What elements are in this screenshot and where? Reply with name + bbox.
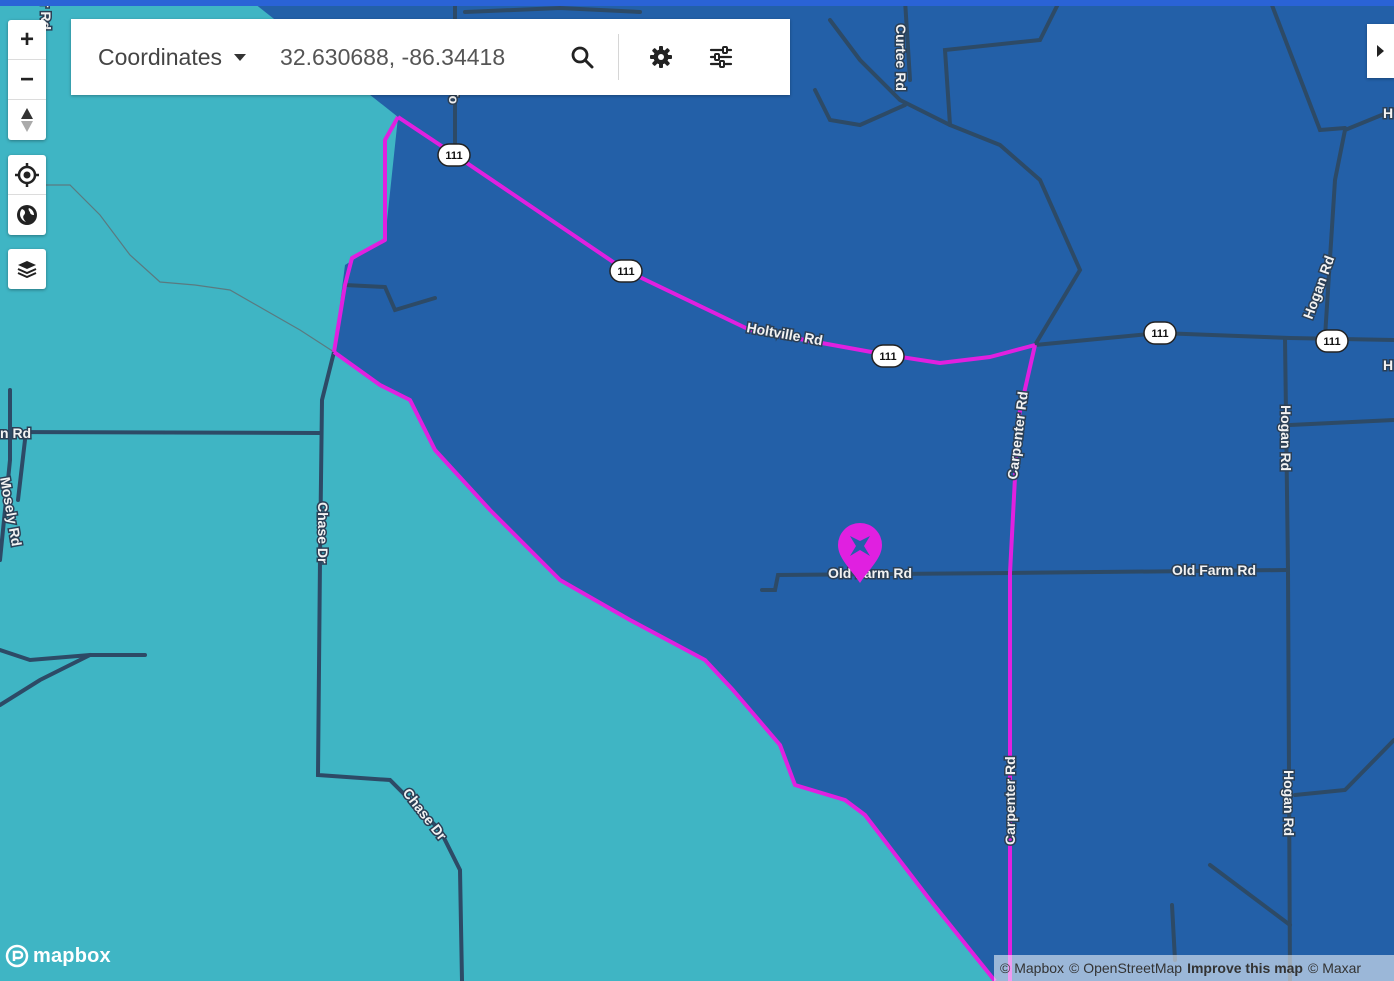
globe-icon (17, 205, 37, 225)
svg-text:111: 111 (1323, 336, 1340, 348)
improve-map-link[interactable]: Improve this map (1187, 960, 1303, 976)
attribution-osm-link[interactable]: © OpenStreetMap (1069, 960, 1183, 976)
road-label-left-partial: n Rd (0, 425, 31, 441)
search-icon (571, 46, 594, 69)
road-label-chase-1: Chase Dr (315, 502, 331, 564)
search-mode-label: Coordinates (98, 43, 223, 70)
road-label-carpenter-2: Carpenter Rd (1002, 756, 1018, 845)
route-shield-5: 111 (1315, 329, 1349, 353)
attribution-mapbox-link[interactable]: © Mapbox (1000, 960, 1065, 976)
layers-icon (17, 261, 37, 278)
mapbox-logo-text: mapbox (33, 944, 111, 967)
selected-area (250, 0, 1394, 981)
sliders-icon (709, 46, 733, 68)
compass-icon (21, 108, 33, 132)
filters-button[interactable] (701, 37, 741, 77)
attribution-bar: © Mapbox © OpenStreetMap Improve this ma… (994, 955, 1394, 981)
road-label-hogan-3: Hogan Rd (1281, 770, 1297, 836)
compass-button[interactable] (8, 100, 46, 140)
locate-button[interactable] (8, 155, 46, 195)
svg-text:111: 111 (879, 351, 896, 363)
road-label-right-partial-2: H (1383, 357, 1393, 373)
road-label-hogan-2: Hogan Rd (1278, 405, 1294, 471)
zoom-in-button[interactable]: + (8, 20, 46, 60)
plus-icon: + (19, 25, 34, 53)
location-controls (8, 155, 46, 235)
svg-text:111: 111 (1151, 328, 1168, 340)
coordinates-input[interactable] (278, 42, 563, 72)
search-button[interactable] (562, 37, 602, 77)
side-panel-toggle[interactable] (1367, 24, 1394, 78)
boundary (332, 115, 1037, 981)
minus-icon: − (19, 65, 34, 93)
road-label-old-farm-1: Old Farm Rd (828, 565, 912, 581)
caret-right-icon (1377, 45, 1384, 57)
top-strip (0, 0, 1394, 6)
location-marker-icon[interactable] (838, 523, 882, 583)
svg-text:111: 111 (617, 266, 634, 278)
layers-control (8, 249, 46, 289)
road-label-curtee: Curtee Rd (893, 24, 909, 91)
route-shield-3: 111 (871, 344, 905, 368)
route-shield-1: 111 (437, 143, 471, 167)
zoom-out-button[interactable]: − (8, 60, 46, 100)
search-divider (618, 34, 620, 80)
layers-button[interactable] (8, 249, 46, 289)
mapbox-logo[interactable]: mapbox (5, 944, 111, 968)
route-shield-2: 111 (609, 259, 643, 283)
zoom-controls: + − (8, 20, 46, 140)
caret-down-icon (234, 53, 247, 61)
search-bar: Coordinates (71, 19, 790, 95)
mapbox-logo-icon (5, 944, 29, 968)
stream-line (40, 184, 335, 353)
svg-text:111: 111 (445, 150, 462, 162)
route-shield-4: 111 (1143, 321, 1177, 345)
search-mode-dropdown[interactable]: Coordinates (98, 43, 247, 71)
globe-button[interactable] (8, 195, 46, 235)
attribution-maxar-link[interactable]: © Maxar (1307, 960, 1362, 976)
locate-icon (15, 162, 39, 187)
gear-icon (650, 46, 673, 68)
settings-button[interactable] (641, 37, 681, 77)
road-label-right-partial-1: H (1383, 105, 1393, 121)
road-label-old-farm-2: Old Farm Rd (1172, 562, 1256, 578)
